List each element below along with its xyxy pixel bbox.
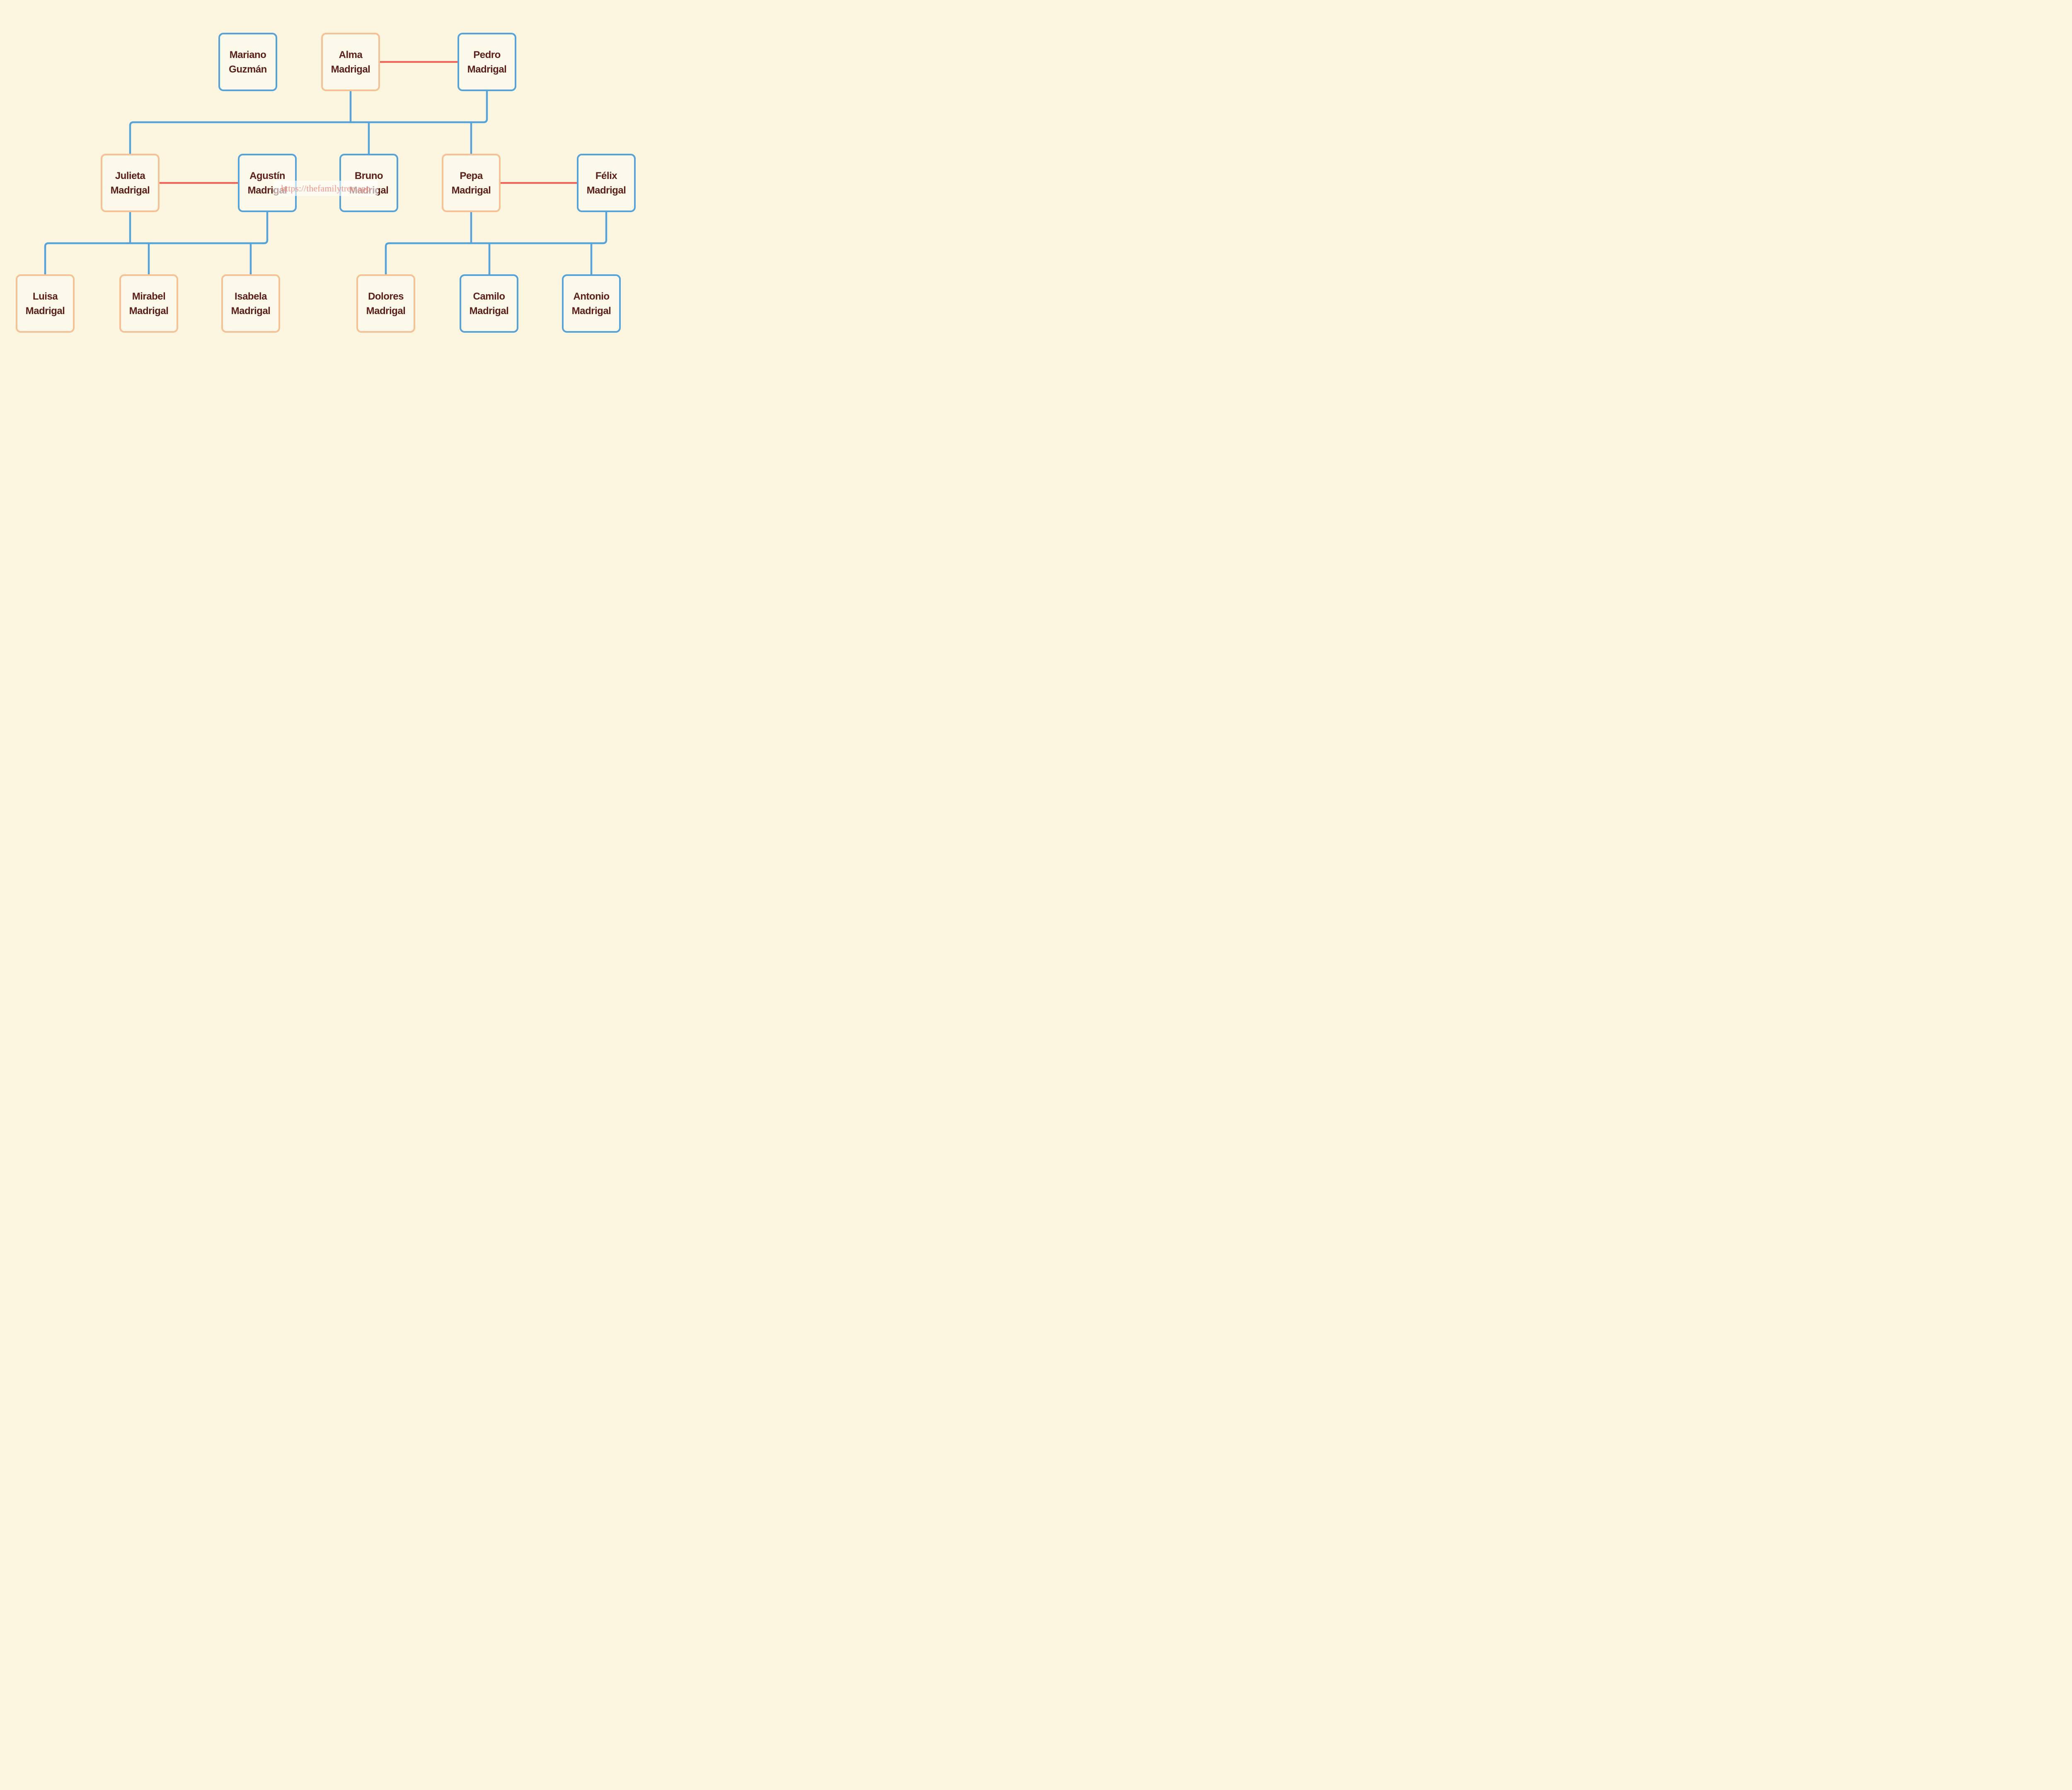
person-first-name: Agustín bbox=[249, 170, 285, 181]
person-first-name: Isabela bbox=[235, 290, 267, 302]
person-last-name: Madrigal bbox=[110, 184, 150, 196]
person-last-name: Madrigal bbox=[129, 305, 169, 317]
parent-child-connector-line bbox=[385, 212, 608, 274]
person-last-name: Madrigal bbox=[571, 305, 611, 317]
person-first-name: Camilo bbox=[473, 290, 505, 302]
person-first-name: Pedro bbox=[473, 49, 501, 60]
person-last-name: Madrigal bbox=[25, 305, 65, 317]
person-first-name: Dolores bbox=[368, 290, 404, 302]
person-first-name: Bruno bbox=[354, 170, 383, 181]
person-first-name: Félix bbox=[595, 170, 617, 181]
person-last-name: Madrigal bbox=[451, 184, 491, 196]
parent-child-connector-line bbox=[44, 212, 269, 274]
watermark: https://thefamilytree.app bbox=[274, 181, 378, 196]
parent-child-connector-line bbox=[129, 91, 488, 154]
person-first-name: Antonio bbox=[573, 290, 610, 302]
person-first-name: Julieta bbox=[115, 170, 145, 181]
person-first-name: Alma bbox=[339, 49, 363, 60]
person-last-name: Madrigal bbox=[231, 305, 271, 317]
person-first-name: Pepa bbox=[460, 170, 483, 181]
person-first-name: Mirabel bbox=[132, 290, 166, 302]
person-first-name: Mariano bbox=[229, 49, 266, 60]
person-last-name: Madrigal bbox=[331, 63, 370, 75]
person-last-name: Madrigal bbox=[366, 305, 406, 317]
person-last-name: Madrigal bbox=[467, 63, 507, 75]
person-last-name: Madrigal bbox=[469, 305, 509, 317]
person-first-name: Luisa bbox=[32, 290, 58, 302]
person-last-name: Madrigal bbox=[586, 184, 626, 196]
person-last-name: Guzmán bbox=[229, 63, 267, 75]
